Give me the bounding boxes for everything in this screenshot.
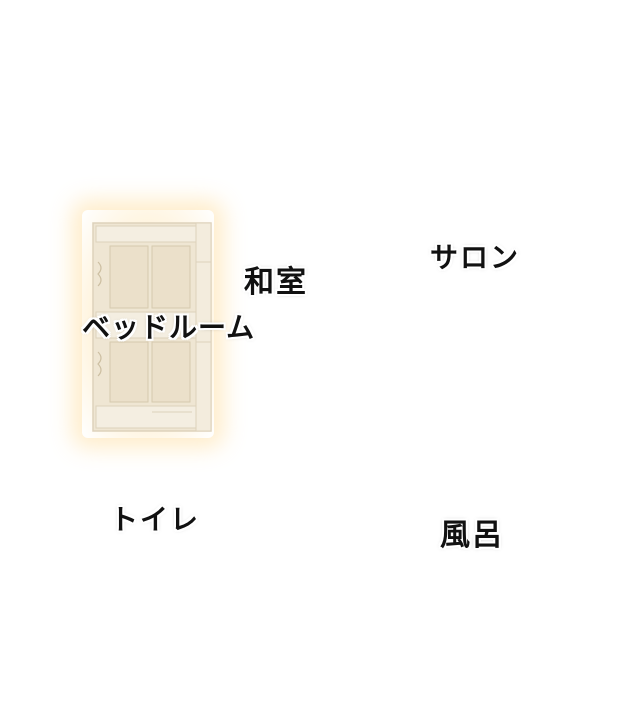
- door-icon: [92, 222, 212, 432]
- room-option-salon[interactable]: サロン: [430, 241, 521, 274]
- room-option-washitsu[interactable]: 和室: [244, 265, 308, 300]
- bedroom-door[interactable]: [92, 222, 212, 432]
- room-option-bedroom[interactable]: ベッドルーム: [82, 311, 256, 344]
- room-option-bath[interactable]: 風呂: [440, 518, 504, 553]
- room-option-toilet[interactable]: トイレ: [110, 503, 201, 536]
